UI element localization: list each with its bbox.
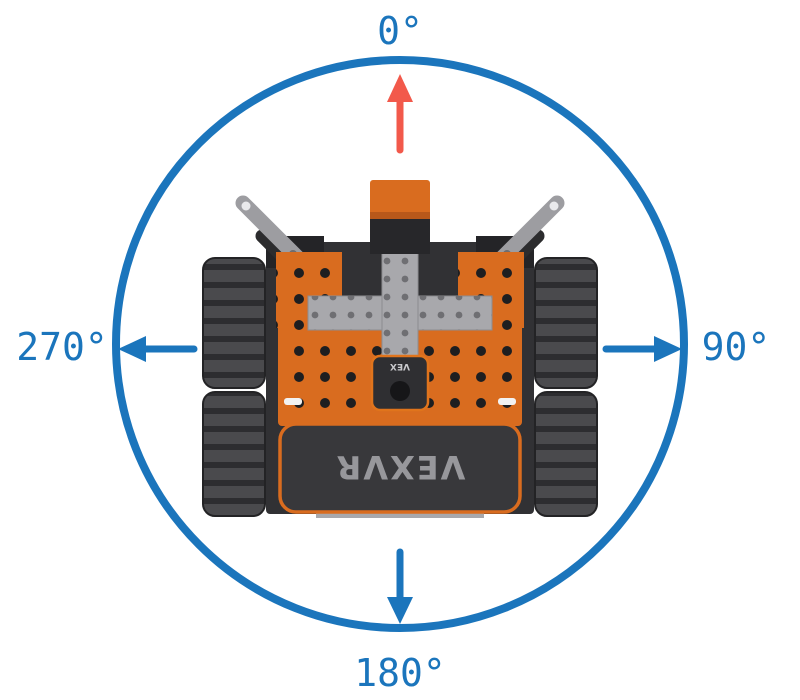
wheel-front-right <box>534 257 598 389</box>
east-arrow-head <box>654 336 682 362</box>
south-arrow-head <box>387 597 413 624</box>
north-arrow <box>387 74 413 154</box>
west-arrow-head <box>118 336 146 362</box>
west-arrow <box>118 336 198 362</box>
deck-slot-left <box>284 398 302 405</box>
heading-label-270: 270° <box>16 325 108 369</box>
bumper-label: VEXVR <box>335 448 466 486</box>
heading-label-0: 0° <box>377 9 423 53</box>
arm-pin-left <box>241 201 251 211</box>
heading-label-90: 90° <box>702 325 771 369</box>
wheel-rear-right <box>534 391 598 517</box>
deck-slot-right <box>498 398 516 405</box>
wheel-rear-left <box>202 391 266 517</box>
north-arrow-head <box>387 74 413 102</box>
arm-pin-right <box>549 201 559 211</box>
robot-illustration: VEX VEXVR <box>202 180 598 518</box>
south-arrow <box>387 548 413 624</box>
compass-circle <box>112 56 688 632</box>
bumper <box>278 422 522 514</box>
brain-camera-lens <box>390 381 410 401</box>
brain-label: VEX <box>390 361 410 371</box>
heading-label-180: 180° <box>354 651 446 695</box>
wheel-front-left <box>202 257 266 389</box>
sensor-cap-edge <box>370 212 430 219</box>
sensor-cap <box>370 180 430 218</box>
east-arrow <box>602 336 682 362</box>
